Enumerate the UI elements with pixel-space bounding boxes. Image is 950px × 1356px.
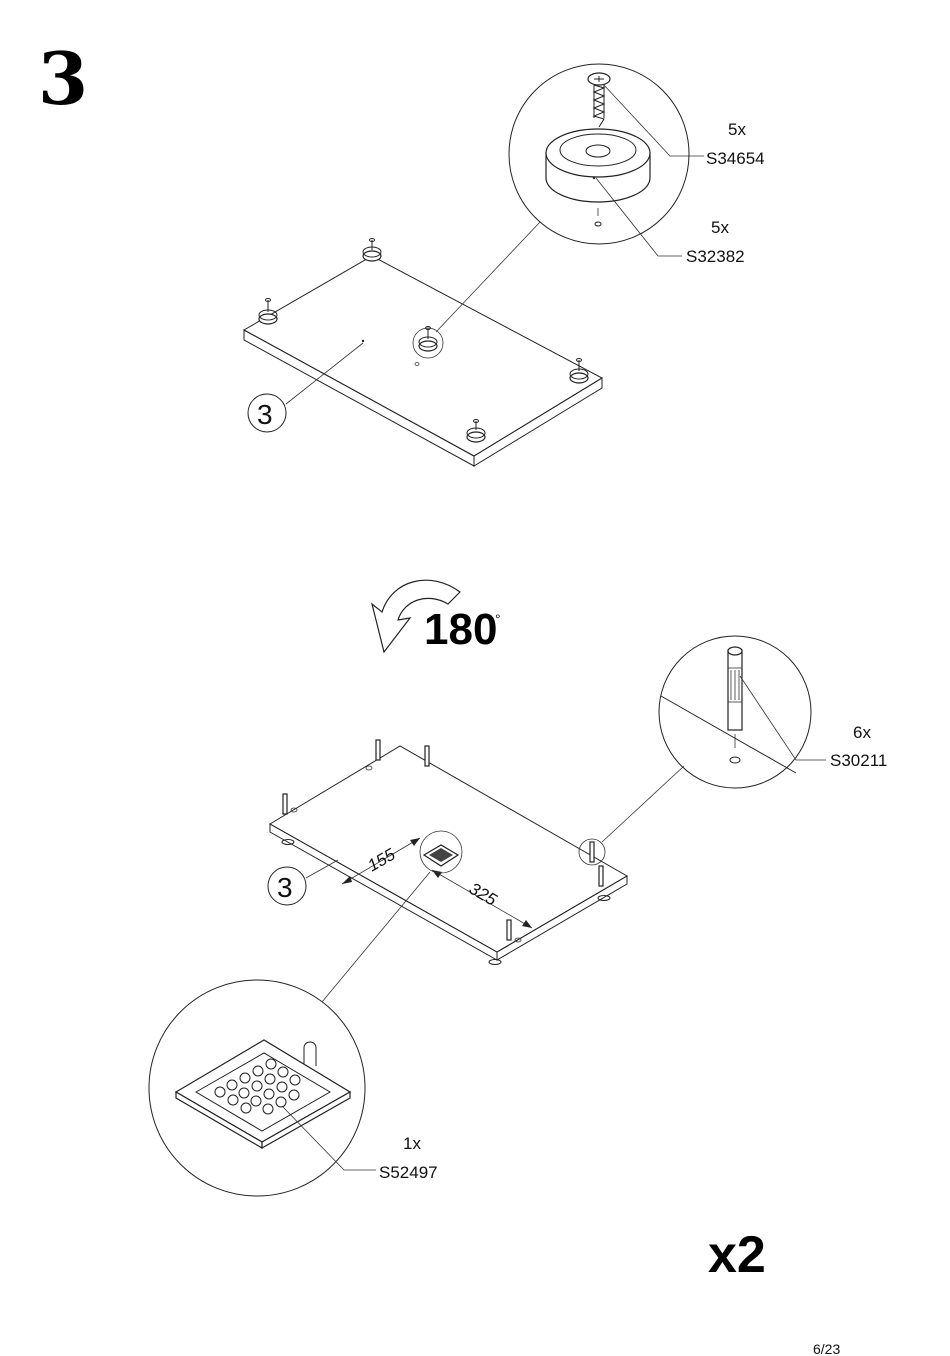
dimension-b: 325 <box>466 879 501 910</box>
rotation-angle: 180 <box>424 605 497 654</box>
glide-detail <box>545 128 651 227</box>
plate-part-code: S52497 <box>379 1163 438 1182</box>
detail-magnifier-glide <box>508 63 690 245</box>
glide-quantity: 5x <box>711 218 729 237</box>
dimension-line-b <box>431 869 533 929</box>
panel-top-face <box>242 255 604 457</box>
panel-label-circle <box>247 393 287 433</box>
screw-quantity: 5x <box>728 120 746 139</box>
panel-label: 3 <box>257 399 273 430</box>
glide-with-screw <box>362 238 382 262</box>
degree-symbol: ° <box>495 611 501 627</box>
dowel <box>506 919 522 943</box>
glide-with-screw <box>466 419 486 443</box>
dowel-detail <box>727 646 743 764</box>
quantity-multiplier: x2 <box>708 1226 766 1284</box>
page-number: 6/23 <box>813 1341 840 1356</box>
plate-detail <box>174 1039 352 1150</box>
panel-side-edge <box>473 377 603 467</box>
panel-side-edge <box>496 875 628 961</box>
rotate-arrow-icon <box>370 579 461 654</box>
dowel-part-code: S30211 <box>830 751 887 770</box>
detail-magnifier-plate <box>148 979 366 1197</box>
panel-label: 3 <box>277 872 293 903</box>
screw-part-code: S34654 <box>706 149 765 168</box>
glide-with-screw <box>412 326 444 366</box>
top-panel-diagram: 3 5x S34654 5x S32382 <box>242 63 765 467</box>
glide-with-screw <box>569 358 589 384</box>
dimension-a: 155 <box>364 844 399 875</box>
plate-quantity: 1x <box>403 1134 421 1153</box>
dowel-quantity: 6x <box>853 723 871 742</box>
dimension-line-a <box>341 837 421 885</box>
dowel <box>365 739 381 771</box>
dowel <box>424 745 430 767</box>
screw-icon <box>587 72 611 128</box>
dowel <box>598 865 604 887</box>
panel-center-mark <box>361 339 365 343</box>
step-number: 3 <box>38 36 88 121</box>
detail-magnifier-dowel <box>658 635 812 789</box>
bottom-panel-diagram: 6x S30211 155 325 3 <box>148 635 887 1197</box>
panel-front-edge <box>269 823 498 961</box>
panel-label-circle <box>267 866 307 906</box>
dowel <box>282 793 298 815</box>
glide-with-screw <box>258 298 278 325</box>
glide-part-code: S32382 <box>686 247 745 266</box>
dowel <box>589 841 595 863</box>
